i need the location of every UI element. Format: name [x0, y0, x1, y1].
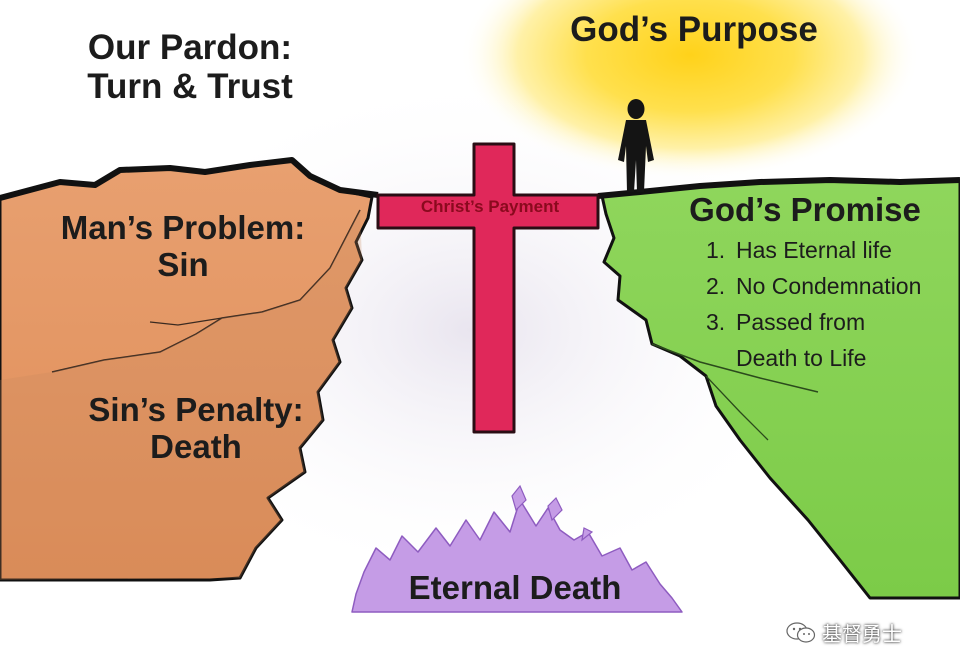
promise-item-text: No Condemnation — [736, 273, 922, 299]
label-gods-promise: God’s Promise — [689, 191, 921, 228]
wechat-icon — [786, 621, 816, 643]
fire-flame-2 — [547, 496, 563, 522]
label-sins-penalty-line1: Sin’s Penalty: — [88, 391, 304, 428]
promise-item-number: 3. — [706, 309, 726, 335]
title-our-pardon: Our Pardon: Turn & Trust — [66, 28, 314, 106]
promise-item-text-line2: Death to Life — [736, 345, 867, 371]
left-cliff-edge — [0, 157, 379, 201]
fire-flame-3 — [581, 527, 594, 542]
label-eternal-death: Eternal Death — [408, 569, 622, 606]
cross — [376, 142, 600, 434]
promise-item-text: Passed from — [736, 309, 866, 335]
promise-item-continued: Death to Life — [706, 340, 921, 376]
label-sins-penalty-line2: Death — [150, 427, 242, 465]
label-christs-payment: Christ’s Payment — [420, 197, 560, 216]
title-our-pardon-line1: Our Pardon: — [87, 28, 293, 67]
watermark-text: 基督勇士 — [822, 622, 902, 646]
left-cliff-shade — [0, 210, 362, 580]
promise-item-number: 1. — [706, 237, 726, 263]
promise-list: 1. Has Eternal life 2. No Condemnation 3… — [706, 232, 921, 376]
title-gods-purpose: God’s Purpose — [570, 10, 818, 49]
label-mans-problem: Man’s Problem: Sin — [30, 209, 336, 284]
left-cliff-crack-2 — [149, 317, 223, 326]
label-sins-penalty: Sin’s Penalty: Death — [46, 391, 346, 466]
fire-flame-1 — [511, 484, 527, 512]
right-cliff-crack-2 — [705, 375, 769, 441]
label-mans-problem-line1: Man’s Problem: — [60, 209, 306, 246]
person-silhouette-icon — [618, 99, 654, 192]
title-our-pardon-line2: Turn & Trust — [87, 67, 293, 107]
right-cliff-crack — [651, 343, 819, 393]
promise-item: 3. Passed from — [706, 304, 921, 340]
label-mans-problem-line2: Sin — [157, 245, 209, 283]
promise-item: 1. Has Eternal life — [706, 232, 921, 268]
watermark: 基督勇士 — [786, 618, 902, 647]
sun-glow — [460, 0, 920, 180]
promise-item-text: Has Eternal life — [736, 237, 892, 263]
promise-item-number: 2. — [706, 273, 726, 299]
promise-item: 2. No Condemnation — [706, 268, 921, 304]
